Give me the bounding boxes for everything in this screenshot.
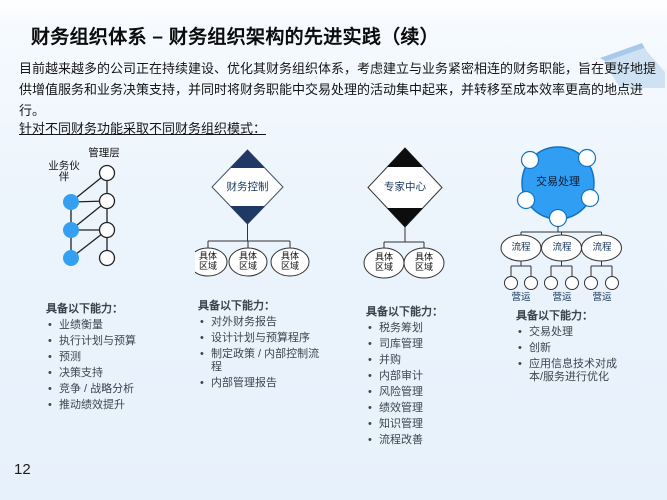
process-label: 流程: [511, 242, 531, 253]
section-subtitle: 针对不同财务功能采取不同财务组织模式：: [19, 121, 267, 136]
corner-arrow-decoration: [600, 43, 665, 88]
capability-item: 对外财务报告: [198, 316, 320, 329]
region-label: 具体区域: [238, 251, 257, 271]
financial-control-label: 财务控制: [226, 181, 269, 193]
capability-item: 税务筹划: [366, 322, 502, 335]
diagram-business-partner: 管理层 业务伙伴: [40, 145, 190, 305]
capability-item: 制定政策 / 内部控制流程: [198, 348, 320, 374]
capability-item: 创新: [516, 342, 628, 355]
capability-item: 流程改善: [366, 434, 502, 447]
operations-label: 营运: [511, 292, 531, 303]
process-label: 流程: [552, 242, 572, 253]
capability-item: 内部管理报告: [198, 377, 320, 390]
capability-item: 推动绩效提升: [46, 399, 196, 412]
capabilities-title: 具备以下能力：: [366, 306, 443, 318]
region-label: 具体区域: [198, 251, 217, 271]
region-label: 具体区域: [414, 252, 433, 272]
circle-tree-graphic: [500, 146, 622, 290]
capabilities-expert-center: 具备以下能力： 税务筹划 司库管理 并购 内部审计 风险管理 绩效管理 知识管理…: [366, 306, 502, 450]
diagram-financial-control: 财务控制 具体区域 具体区域 具体区域: [195, 145, 345, 285]
capability-item: 交易处理: [516, 326, 628, 339]
capability-item: 内部审计: [366, 370, 502, 383]
capability-item: 应用信息技术对成本/服务进行优化: [516, 358, 628, 384]
diamond-graphic: [363, 147, 445, 279]
capabilities-transaction-processing: 具备以下能力： 交易处理 创新 应用信息技术对成本/服务进行优化: [516, 310, 628, 387]
expert-center-label: 专家中心: [384, 181, 426, 193]
management-layer-label: 管理层: [88, 147, 120, 159]
diagram-transaction-processing: 交易处理 流程 流程 流程 营运 营运 营运: [497, 145, 667, 310]
capabilities-title: 具备以下能力：: [516, 310, 593, 322]
capabilities-business-partner: 具备以下能力： 业绩衡量 执行计划与预算 预测 决策支持 竞争 / 战略分析 推…: [46, 303, 196, 415]
capability-item: 风险管理: [366, 386, 502, 399]
capability-item: 司库管理: [366, 338, 502, 351]
network-graphic: [63, 164, 116, 267]
capability-item: 业绩衡量: [46, 319, 196, 332]
business-partner-label: 业务伙伴: [48, 160, 80, 184]
region-label: 具体区域: [374, 252, 393, 272]
capability-item: 决策支持: [46, 367, 196, 380]
intro-paragraph: 目前越来越多的公司正在持续建设、优化其财务组织体系，考虑建立与业务紧密相连的财务…: [19, 61, 657, 118]
capability-item: 预测: [46, 351, 196, 364]
operations-label: 营运: [592, 292, 612, 303]
page-title: 财务组织体系 – 财务组织架构的先进实践（续）: [31, 27, 440, 48]
diamond-graphic: [195, 149, 310, 277]
diagram-expert-center: 专家中心 具体区域 具体区域: [350, 145, 500, 285]
capabilities-title: 具备以下能力：: [46, 303, 123, 315]
capability-item: 竞争 / 战略分析: [46, 383, 196, 396]
capability-item: 知识管理: [366, 418, 502, 431]
operations-label: 营运: [552, 292, 572, 303]
capability-item: 执行计划与预算: [46, 335, 196, 348]
transaction-processing-label: 交易处理: [536, 176, 580, 188]
page-number: 12: [14, 461, 31, 478]
capabilities-title: 具备以下能力：: [198, 300, 275, 312]
capability-item: 并购: [366, 354, 502, 367]
capability-item: 绩效管理: [366, 402, 502, 415]
region-label: 具体区域: [280, 251, 299, 271]
capability-item: 设计计划与预算程序: [198, 332, 320, 345]
process-label: 流程: [592, 242, 612, 253]
capabilities-financial-control: 具备以下能力： 对外财务报告 设计计划与预算程序 制定政策 / 内部控制流程 内…: [198, 300, 320, 393]
